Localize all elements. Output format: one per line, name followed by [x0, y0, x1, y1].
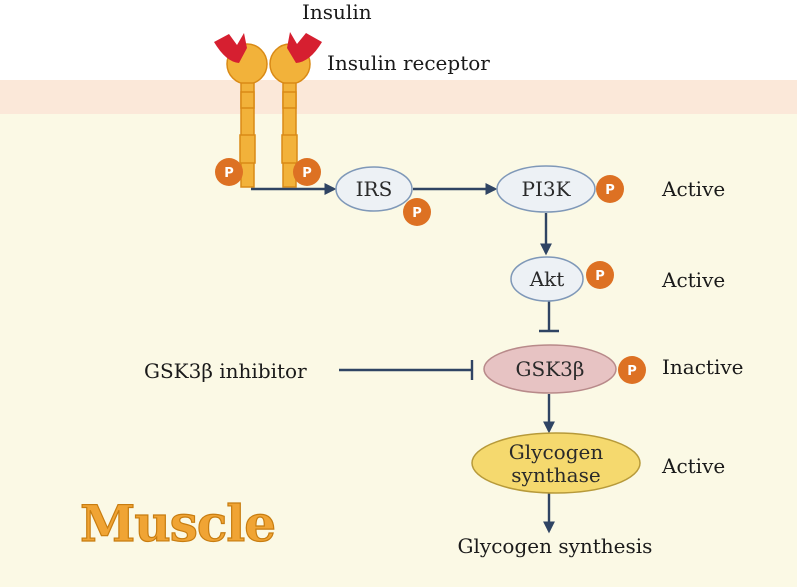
akt-phospho: [586, 261, 614, 289]
inhibition-akt-to-gsk3b: [539, 300, 559, 333]
gsk3b-inhibitor-label: GSK3β inhibitor: [144, 359, 307, 383]
insulin-molecule-left: [214, 33, 247, 63]
gsk3b-status: Inactive: [662, 355, 743, 379]
gsk3b-phospho: [618, 356, 646, 384]
receptor-kinase-domain: [239, 134, 256, 164]
phospho-label: P: [627, 364, 637, 379]
insulin-molecule-right: [287, 32, 322, 63]
irs-node: IRS P: [335, 166, 431, 226]
irs-phospho: [403, 198, 431, 226]
pi3k-label: PI3K: [521, 177, 571, 201]
phospho-label: P: [302, 166, 312, 181]
muscle-tissue-label: Muscle: [80, 494, 275, 553]
insulin-receptor-label: Insulin receptor: [327, 51, 490, 75]
akt-node: Akt P: [510, 256, 614, 302]
irs-label: IRS: [356, 177, 393, 201]
glycogen-synthase-node: Glycogen synthase: [471, 432, 641, 494]
phospho-label: P: [605, 183, 615, 198]
glycogen-synthase-label-line2: synthase: [511, 463, 600, 487]
pi3k-node: PI3K P: [496, 165, 624, 213]
insulin-receptor-right: [269, 32, 322, 188]
glycogen-synthesis-label: Glycogen synthesis: [458, 534, 653, 558]
inhibition-inhibitor-to-gsk3b: [339, 360, 474, 380]
glycogen-synthase-status: Active: [661, 454, 725, 478]
phospho-label: P: [595, 269, 605, 284]
insulin-label: Insulin: [302, 0, 372, 24]
pi3k-phospho: [596, 175, 624, 203]
phospho-label: P: [224, 166, 234, 181]
akt-label: Akt: [529, 267, 565, 291]
pi3k-status: Active: [661, 177, 725, 201]
receptor-kinase-domain: [281, 134, 298, 164]
phospho-label: P: [412, 206, 422, 221]
glycogen-synthase-label-line1: Glycogen: [509, 440, 604, 464]
receptor-transmembrane-segment: [240, 91, 255, 109]
receptor-transmembrane-segment: [282, 91, 297, 109]
gsk3b-node: GSK3β P: [483, 344, 646, 394]
gsk3b-label: GSK3β: [516, 357, 585, 381]
receptor-phospho-left: P: [215, 158, 243, 186]
akt-status: Active: [661, 268, 725, 292]
receptor-phospho-right: P: [293, 158, 321, 186]
cell-membrane: [0, 80, 797, 114]
insulin-receptor-left: [214, 33, 268, 188]
